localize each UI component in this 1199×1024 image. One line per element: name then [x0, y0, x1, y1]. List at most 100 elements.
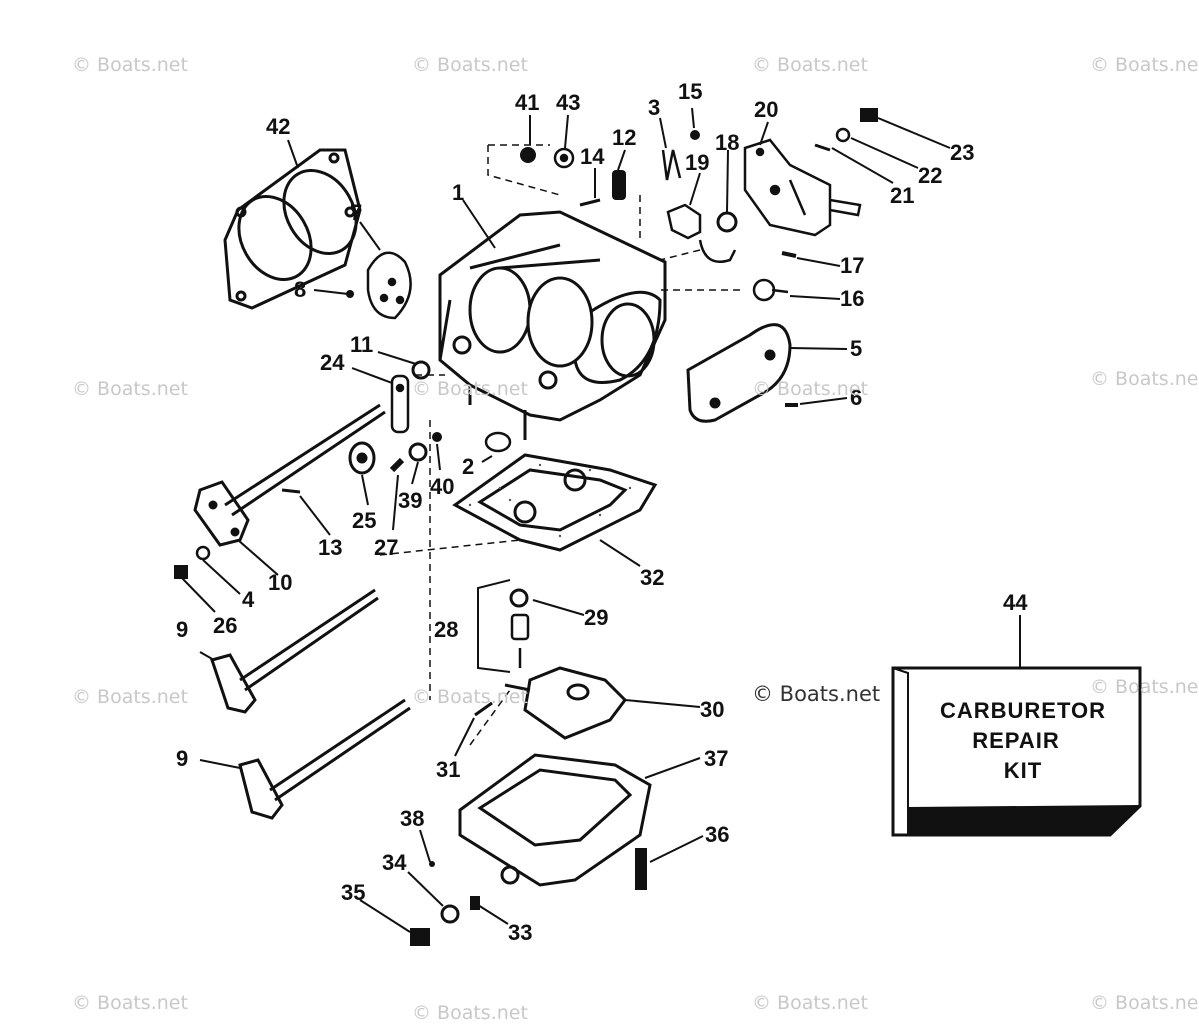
- part-15-screw: [690, 130, 700, 140]
- part-7-plate: [366, 251, 412, 320]
- label-18: 18: [715, 130, 739, 155]
- part-34-washer: [440, 904, 460, 924]
- label-9b: 9: [176, 746, 188, 771]
- part-5-cover: [686, 323, 792, 423]
- watermark-4: © Boats.net: [1090, 54, 1199, 76]
- label-41: 41: [515, 90, 539, 115]
- part-29-o-ring: [509, 588, 529, 608]
- part-13-pin: [281, 488, 301, 494]
- part-25-bushing: [348, 441, 376, 475]
- label-21: 21: [890, 183, 914, 208]
- label-32: 32: [640, 565, 664, 590]
- label-11: 11: [350, 332, 373, 357]
- part-22-washer: [835, 127, 851, 143]
- carburetor-repair-kit-box: 44 CARBURETOR REPAIR KIT: [891, 590, 1142, 837]
- part-26-screw: [174, 565, 188, 579]
- part-14-pin: [579, 198, 601, 207]
- label-25: 25: [352, 508, 376, 533]
- part-1-carburetor-body: [438, 210, 667, 440]
- label-3: 3: [648, 95, 660, 120]
- part-32-texture: [468, 463, 632, 538]
- part-8-screw: [346, 290, 354, 298]
- label-5: 5: [850, 336, 862, 361]
- watermark-3: © Boats.net: [752, 54, 868, 76]
- label-1: 1: [452, 180, 464, 205]
- part-16-screw: [752, 278, 789, 302]
- label-43: 43: [556, 90, 580, 115]
- label-35: 35: [341, 880, 365, 905]
- part-35-screw: [410, 928, 430, 946]
- watermark-2: © Boats.net: [412, 54, 528, 76]
- part-10-shaft: [193, 403, 386, 547]
- label-23: 23: [950, 140, 974, 165]
- part-9-shaft-upper: [210, 588, 379, 714]
- watermark-6: © Boats.net: [412, 378, 528, 400]
- part-21-pin: [814, 143, 831, 152]
- part-31-pin: [474, 701, 493, 717]
- part-18-washer: [716, 211, 738, 233]
- label-24: 24: [320, 350, 345, 375]
- part-43-nut: [553, 147, 575, 169]
- part-27-screw: [389, 457, 405, 473]
- part-40-screw: [432, 432, 442, 442]
- label-30: 30: [700, 697, 724, 722]
- part-3-spring: [661, 149, 682, 181]
- label-28: 28: [434, 617, 458, 642]
- watermark-15: © Boats.net: [752, 992, 868, 1014]
- label-36: 36: [705, 822, 729, 847]
- label-7: 7: [350, 200, 362, 225]
- watermark-11: © Boats.net: [752, 682, 881, 706]
- label-44: 44: [1003, 590, 1028, 615]
- label-6: 6: [850, 385, 862, 410]
- label-16: 16: [840, 286, 864, 311]
- part-28-needle-seat: [510, 613, 530, 668]
- part-12-jet: [612, 170, 626, 200]
- watermark-16: © Boats.net: [1090, 992, 1199, 1014]
- kit-line-3: KIT: [1004, 758, 1042, 783]
- part-2-plug: [484, 431, 512, 453]
- part-39-washer: [408, 442, 428, 462]
- label-19: 19: [685, 150, 709, 175]
- label-8: 8: [294, 277, 306, 302]
- watermark-9: © Boats.net: [72, 686, 188, 708]
- part-36-screw: [635, 848, 647, 890]
- watermark-10: © Boats.net: [412, 686, 528, 708]
- label-17: 17: [840, 253, 864, 278]
- label-2: 2: [462, 454, 474, 479]
- assembly-dashed-lines: [379, 144, 740, 746]
- watermark-7: © Boats.net: [752, 378, 868, 400]
- part-4-washer: [195, 545, 211, 561]
- part-19-lever: [666, 203, 737, 263]
- label-27: 27: [374, 535, 398, 560]
- kit-line-2: REPAIR: [972, 728, 1060, 753]
- label-13: 13: [318, 535, 342, 560]
- watermark-1: © Boats.net: [72, 54, 188, 76]
- label-38: 38: [400, 806, 424, 831]
- part-9-shaft-lower: [238, 698, 411, 820]
- part-17-screw: [781, 251, 797, 258]
- label-37: 37: [704, 746, 728, 771]
- watermark-8: © Boats.net: [1090, 368, 1199, 390]
- watermark-14: © Boats.net: [412, 1002, 528, 1024]
- part-20-cam-lever: [743, 138, 862, 237]
- label-20: 20: [754, 97, 778, 122]
- label-34: 34: [382, 850, 407, 875]
- label-14: 14: [580, 144, 605, 169]
- part-11-washer: [411, 360, 431, 380]
- part-number-labels: 1 2 3 4 5 6 7 8 9 9 10 11 12 13 14 15 16…: [176, 79, 974, 945]
- label-4: 4: [242, 587, 255, 612]
- part-28-bracket: [477, 579, 511, 673]
- kit-line-1: CARBURETOR: [940, 698, 1106, 723]
- label-26: 26: [213, 613, 237, 638]
- part-41-nut: [520, 147, 536, 163]
- label-42: 42: [266, 114, 290, 139]
- part-33-screw: [470, 896, 480, 910]
- label-12: 12: [612, 125, 636, 150]
- leader-lines: [181, 107, 1021, 933]
- part-30-float: [504, 666, 627, 740]
- label-39: 39: [398, 488, 422, 513]
- watermark-12: © Boats.net: [1090, 676, 1199, 698]
- label-15: 15: [678, 79, 702, 104]
- part-37-float-bowl: [458, 753, 652, 887]
